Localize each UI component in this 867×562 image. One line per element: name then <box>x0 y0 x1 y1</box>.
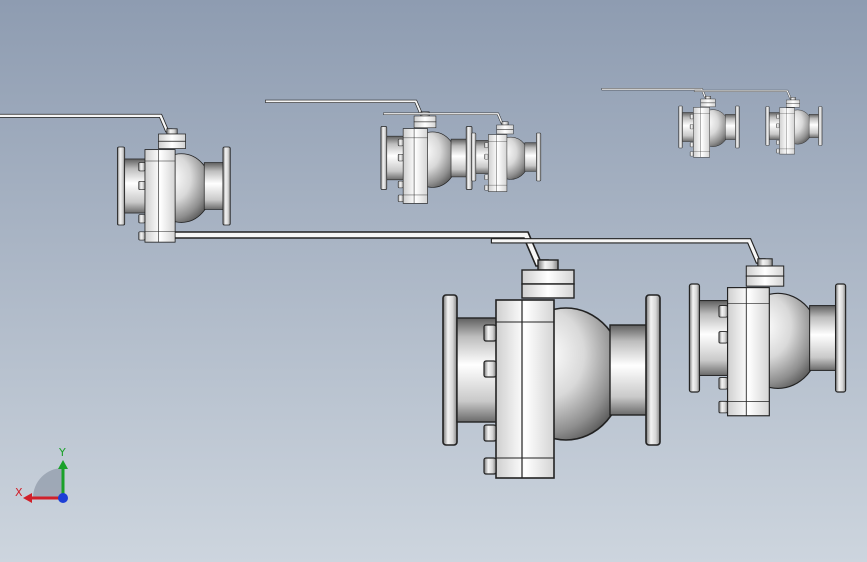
triad-y-label: Y <box>58 446 66 459</box>
triad-x-label: X <box>15 486 23 499</box>
triad-y-arrow <box>58 460 68 469</box>
model-valve-top-right-a[interactable] <box>601 88 740 158</box>
model-valve-top-center-a[interactable] <box>265 99 473 204</box>
triad-x-arrow <box>23 493 32 503</box>
coordinate-triad: X Y <box>15 446 68 503</box>
model-valve-small-left[interactable] <box>0 113 231 243</box>
triad-z-axis <box>58 493 68 503</box>
model-valve-large[interactable] <box>167 231 661 479</box>
